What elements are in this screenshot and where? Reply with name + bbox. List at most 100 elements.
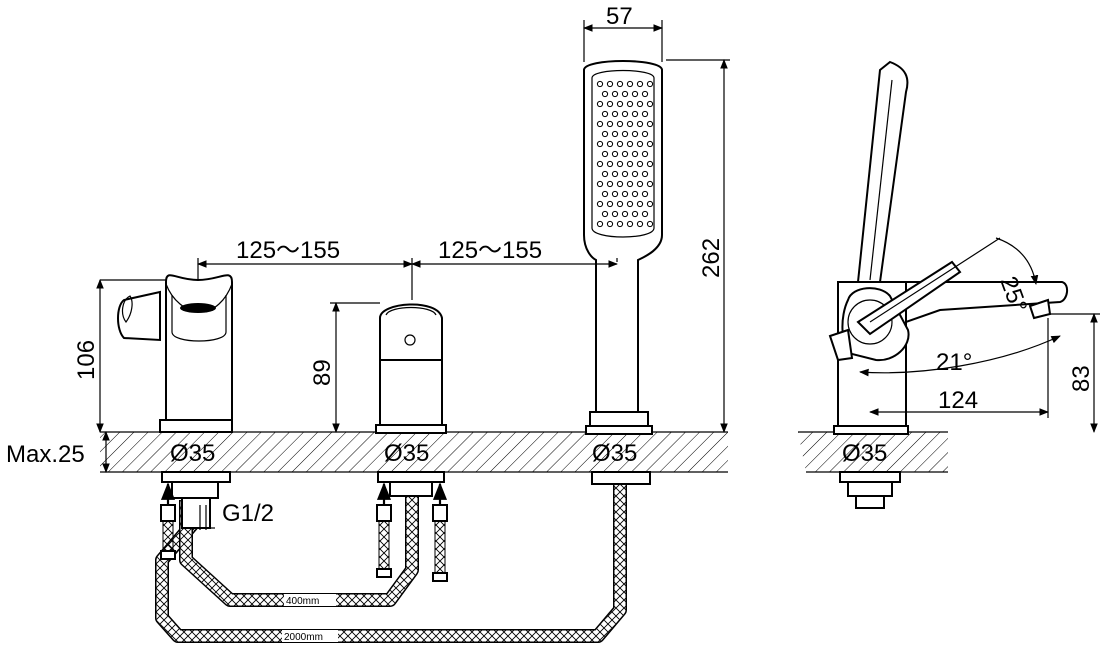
nozzle-dot [641, 170, 649, 178]
nozzle-dot [601, 110, 609, 118]
nozzle-dot [646, 120, 654, 128]
nozzle-dot [606, 220, 614, 228]
nozzle-dot [641, 210, 649, 218]
nozzle-dot [636, 100, 644, 108]
handshower-height-label: 262 [698, 238, 725, 278]
nozzle-dot [621, 190, 629, 198]
nozzle-dot [621, 90, 629, 98]
spout-reach-label: 124 [938, 387, 978, 414]
nozzle-dot [611, 150, 619, 158]
hole-left-label: Ø35 [170, 440, 215, 467]
nozzle-dot [626, 100, 634, 108]
nozzle-dot [606, 80, 614, 88]
nozzle-dot [626, 80, 634, 88]
nozzle-dot [611, 190, 619, 198]
nozzle-dot [606, 120, 614, 128]
inlet-arrows [160, 482, 448, 504]
nozzle-dot [646, 180, 654, 188]
nozzle-dot [616, 220, 624, 228]
hole-right-label: Ø35 [592, 440, 637, 467]
nozzle-dot [626, 220, 634, 228]
nozzle-dot [631, 130, 639, 138]
nozzle-dot [596, 80, 604, 88]
nozzle-dot [641, 190, 649, 198]
spacing-left-label: 125～155 [236, 237, 340, 264]
nozzle-dot [626, 180, 634, 188]
nozzle-dot [596, 100, 604, 108]
nozzle-dot [621, 110, 629, 118]
nozzle-dot [646, 100, 654, 108]
nozzle-dot [631, 210, 639, 218]
nozzle-dot [636, 140, 644, 148]
mixer-body [117, 274, 233, 529]
hose-long-label: 2000mm [284, 632, 323, 643]
nozzle-dot [606, 140, 614, 148]
deck-thickness-label: Max.25 [6, 441, 85, 468]
nozzle-dot [636, 160, 644, 168]
lever-angle-label: 25° [994, 273, 1032, 316]
nozzle-dot [621, 170, 629, 178]
nozzle-dot [596, 140, 604, 148]
nozzle-dot [611, 90, 619, 98]
nozzle-dot [601, 130, 609, 138]
spout-height-label: 83 [1068, 365, 1095, 392]
nozzle-dot [601, 150, 609, 158]
nozzle-dot [596, 160, 604, 168]
diverter-height-label: 89 [309, 359, 336, 386]
nozzle-dot [596, 200, 604, 208]
nozzle-dot [641, 130, 649, 138]
nozzle-dot [606, 160, 614, 168]
nozzle-dot [616, 120, 624, 128]
nozzle-dot [631, 190, 639, 198]
nozzle-dot [616, 180, 624, 188]
dimension-lines-front [96, 20, 730, 530]
nozzle-dot [626, 200, 634, 208]
nozzle-dot [596, 120, 604, 128]
nozzle-dot [631, 90, 639, 98]
nozzle-dot [601, 210, 609, 218]
dimension-lines-side [859, 237, 1100, 433]
nozzle-dot [616, 200, 624, 208]
nozzle-dot [636, 80, 644, 88]
nozzle-dot [611, 130, 619, 138]
nozzle-dot [636, 220, 644, 228]
nozzle-dot [611, 210, 619, 218]
nozzle-dot [616, 160, 624, 168]
nozzle-dot [626, 140, 634, 148]
nozzle-dot [646, 80, 654, 88]
nozzle-dot [646, 140, 654, 148]
nozzle-dot [616, 140, 624, 148]
nozzle-dot [601, 170, 609, 178]
nozzle-dot [631, 170, 639, 178]
nozzle-dot [631, 110, 639, 118]
handshower [583, 60, 663, 485]
nozzle-dot [641, 110, 649, 118]
nozzle-dot [646, 200, 654, 208]
nozzle-dot [596, 180, 604, 188]
nozzle-dot [606, 200, 614, 208]
nozzle-dot [601, 190, 609, 198]
mixer-height-label: 106 [73, 340, 100, 380]
handshower-width-label: 57 [606, 3, 633, 30]
nozzle-dot [621, 150, 629, 158]
spacing-right-label: 125～155 [438, 237, 542, 264]
inlet-fittings [160, 504, 448, 582]
diverter-body [375, 303, 447, 497]
thread-label: G1/2 [222, 500, 274, 527]
nozzle-dot [621, 130, 629, 138]
nozzle-dot [601, 90, 609, 98]
nozzle-dot [616, 80, 624, 88]
hole-side-label: Ø35 [842, 440, 887, 467]
nozzle-dot [636, 180, 644, 188]
hose-short-label: 400mm [286, 596, 319, 607]
nozzle-dot [606, 180, 614, 188]
nozzle-dot [646, 220, 654, 228]
nozzle-dot [631, 150, 639, 158]
nozzle-dot [626, 160, 634, 168]
nozzle-dot [611, 170, 619, 178]
hole-middle-label: Ø35 [384, 440, 429, 467]
nozzle-dot [641, 90, 649, 98]
nozzle-dot [611, 110, 619, 118]
nozzle-dot [636, 200, 644, 208]
